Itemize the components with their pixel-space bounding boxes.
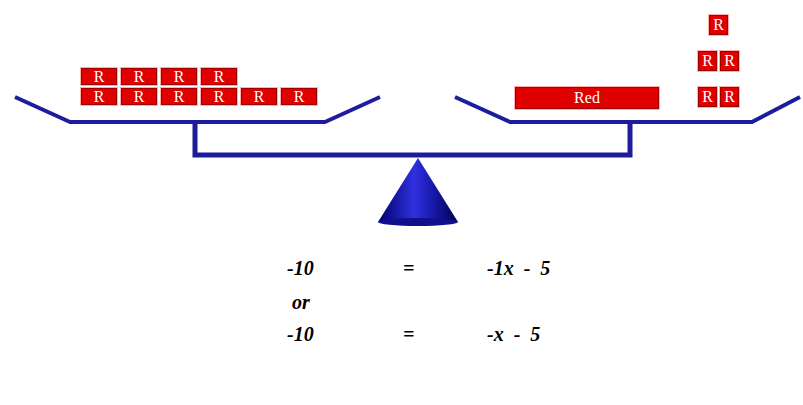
tile-label: R <box>294 89 305 105</box>
unit-tile: R <box>697 86 718 108</box>
unit-tile: R <box>708 14 729 36</box>
unit-tile: R <box>280 87 318 106</box>
tile-label: R <box>94 89 105 105</box>
unit-tile: R <box>200 87 238 106</box>
equals-sign: -10 <box>287 324 314 344</box>
tile-label: R <box>724 89 735 105</box>
unit-tile: R <box>120 67 158 86</box>
unit-tile: R <box>719 50 740 72</box>
equation-term: -10 <box>287 258 314 278</box>
tile-label: R <box>702 89 713 105</box>
unit-tile: R <box>200 67 238 86</box>
equals-sign: = <box>403 258 414 278</box>
tile-label: R <box>174 69 185 85</box>
unit-tile: R <box>160 67 198 86</box>
unit-tile: R <box>160 87 198 106</box>
unit-tile: R <box>80 67 118 86</box>
tile-label: R <box>134 89 145 105</box>
tile-label: R <box>214 89 225 105</box>
tile-label: R <box>724 53 735 69</box>
unit-tile: R <box>80 87 118 106</box>
tile-label: R <box>134 69 145 85</box>
beam <box>195 122 630 155</box>
equation-term: -1x - 5 <box>487 258 550 278</box>
unit-tile: R <box>719 86 740 108</box>
tile-label: R <box>713 17 724 33</box>
variable-tile: Red <box>514 86 660 110</box>
unit-tile: R <box>120 87 158 106</box>
tile-label: Red <box>574 90 600 106</box>
tile-label: R <box>214 69 225 85</box>
tile-label: R <box>254 89 265 105</box>
unit-tile: R <box>240 87 278 106</box>
fulcrum-base <box>378 218 458 226</box>
equals-sign: = <box>403 324 414 344</box>
tile-label: R <box>702 53 713 69</box>
tile-label: R <box>94 69 105 85</box>
fulcrum <box>378 158 458 222</box>
tile-label: R <box>174 89 185 105</box>
equation-term: -x - 5 <box>487 324 540 344</box>
connector-word: or <box>292 292 310 312</box>
unit-tile: R <box>697 50 718 72</box>
